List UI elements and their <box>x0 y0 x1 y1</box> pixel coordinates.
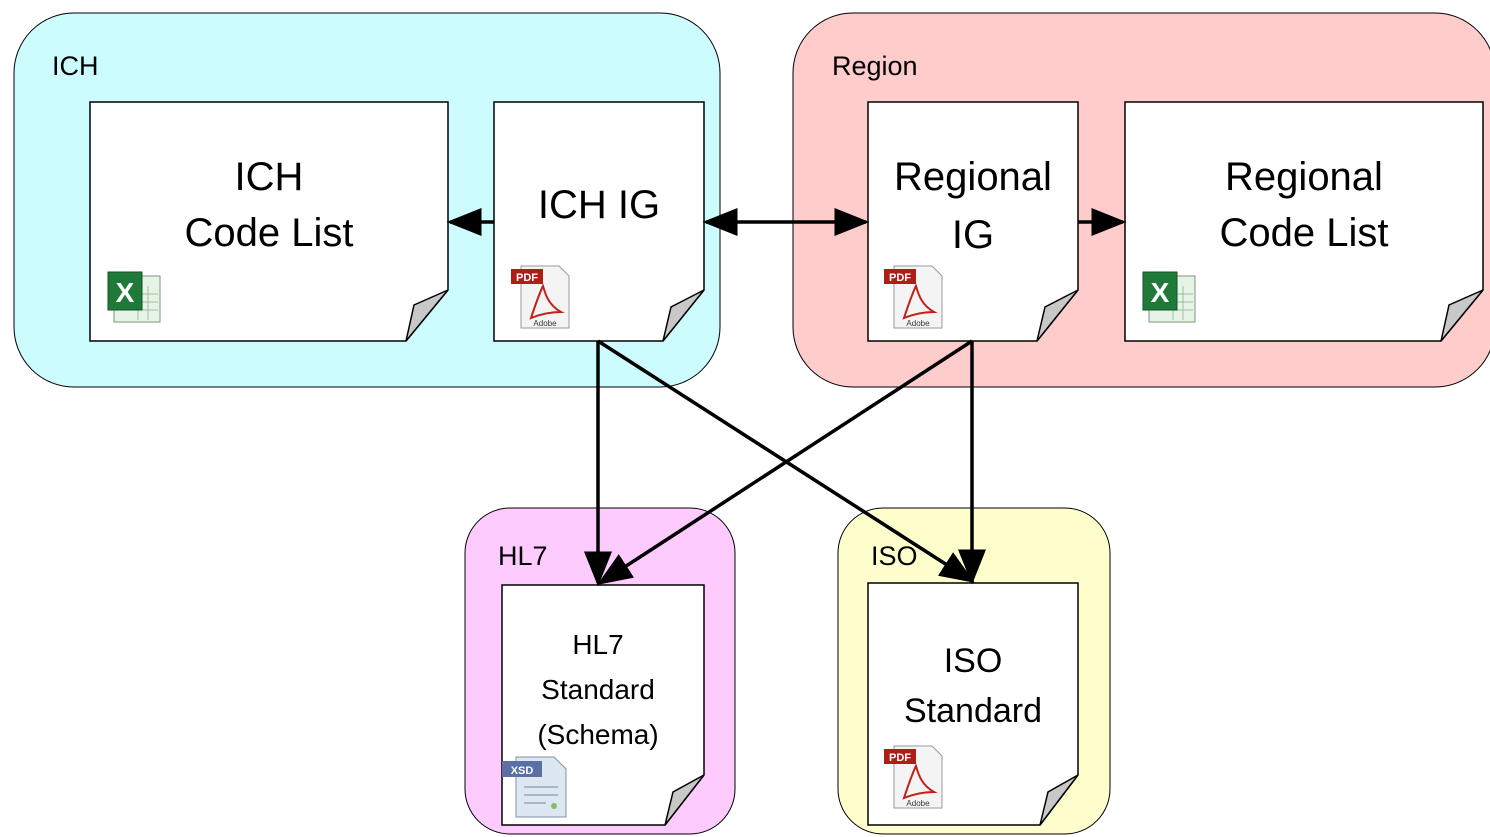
iso-standard-title-line-1: ISO <box>944 642 1003 680</box>
pdf-icon-label: PDF <box>889 272 911 284</box>
pdf-icon: PDF Adobe <box>884 745 943 809</box>
xsd-icon-label: XSD <box>511 765 534 777</box>
iso-group-label: ISO <box>871 541 918 571</box>
svg-text:X: X <box>116 277 135 308</box>
ich-code-list-document: ICH Code List X <box>89 101 449 342</box>
hl7-group-label: HL7 <box>498 541 548 571</box>
regional-ig-document: Regional IG PDF Adobe <box>867 101 1079 342</box>
svg-text:X: X <box>1151 277 1170 308</box>
regional-code-list-title-line-2: Code List <box>1220 211 1389 255</box>
iso-standard-title-line-2: Standard <box>904 692 1042 730</box>
ich-ig-document: ICH IG PDF Adobe <box>493 101 705 342</box>
ich-code-list-title-line-2: Code List <box>185 211 354 255</box>
ich-ig-title: ICH IG <box>538 183 660 227</box>
pdf-icon: PDF Adobe <box>884 265 943 329</box>
xsd-icon: XSD <box>502 756 567 818</box>
regional-ig-title-line-2: IG <box>952 213 994 257</box>
pdf-icon-label: PDF <box>516 272 538 284</box>
excel-icon: X <box>1142 271 1196 323</box>
excel-icon: X <box>107 271 161 323</box>
pdf-icon: PDF Adobe <box>511 265 570 329</box>
iso-standard-document: ISO Standard PDF Adobe <box>867 582 1079 826</box>
hl7-standard-document: HL7 Standard (Schema) XSD <box>501 584 705 826</box>
regional-ig-title-line-1: Regional <box>894 155 1052 199</box>
ich-group-label: ICH <box>52 51 99 81</box>
region-group-label: Region <box>832 51 918 81</box>
pdf-icon-label: PDF <box>889 752 911 764</box>
regional-code-list-title-line-1: Regional <box>1225 155 1383 199</box>
hl7-standard-title-line-2: Standard <box>541 674 655 705</box>
regional-code-list-document: Regional Code List X <box>1124 101 1484 342</box>
ich-code-list-title-line-1: ICH <box>235 155 304 199</box>
hl7-standard-title-line-3: (Schema) <box>537 719 658 750</box>
arrow-regional-ig-to-hl7-standard <box>597 339 973 585</box>
pdf-icon-sublabel: Adobe <box>533 319 557 328</box>
pdf-icon-sublabel: Adobe <box>906 799 930 808</box>
pdf-icon-sublabel: Adobe <box>906 319 930 328</box>
connectors <box>446 208 1127 587</box>
hl7-standard-title-line-1: HL7 <box>572 629 623 660</box>
